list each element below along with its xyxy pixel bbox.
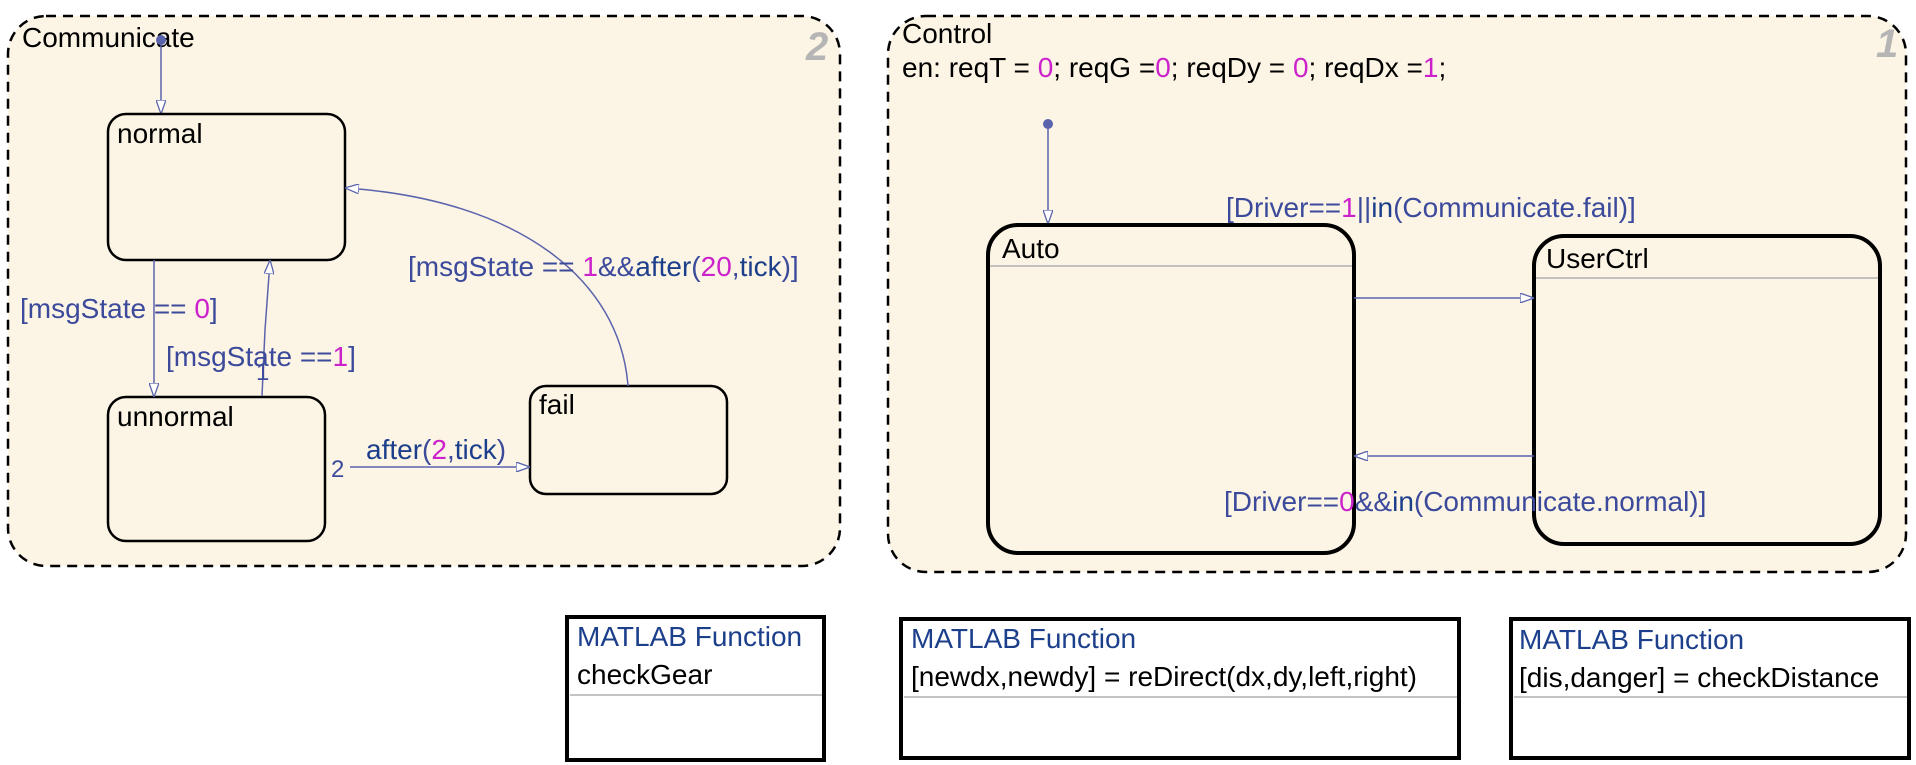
- state-userctrl[interactable]: UserCtrl: [1532, 234, 1882, 546]
- transition-unnormal-to-fail-label: after(2,tick): [366, 434, 506, 465]
- control-entry-action: en: reqT = 0; reqG =0; reqDy = 0; reqDx …: [902, 52, 1446, 83]
- transition-normal-to-unnormal[interactable]: [msgState == 0]: [20, 260, 218, 396]
- transition-auto-to-userctrl-label: [Driver==1||in(Communicate.fail)]: [1226, 192, 1636, 223]
- state-auto[interactable]: Auto: [986, 223, 1356, 555]
- matlab-function-checkdistance[interactable]: MATLAB Function [dis,danger] = checkDist…: [1509, 617, 1911, 760]
- transition-unnormal-to-normal[interactable]: [msgState ==1] 1: [166, 261, 356, 397]
- transition-userctrl-to-auto[interactable]: [Driver==0&&in(Communicate.normal)]: [1224, 456, 1706, 517]
- state-auto-label: Auto: [1002, 233, 1060, 264]
- function-signature: [newdx,newdy] = reDirect(dx,dy,left,righ…: [911, 661, 1417, 692]
- control-priority: 1: [1876, 22, 1898, 66]
- function-header: MATLAB Function: [1519, 624, 1744, 655]
- state-fail-label: fail: [539, 389, 575, 420]
- matlab-function-redirect[interactable]: MATLAB Function [newdx,newdy] = reDirect…: [899, 617, 1461, 760]
- state-userctrl-label: UserCtrl: [1546, 243, 1649, 274]
- transition-unnormal-to-normal-label: [msgState ==1]: [166, 341, 356, 372]
- state-normal-label: normal: [117, 118, 203, 149]
- communicate-title: Communicate: [22, 22, 195, 53]
- control-title: Control: [902, 18, 992, 49]
- transition-auto-to-userctrl[interactable]: [Driver==1||in(Communicate.fail)]: [1226, 192, 1636, 298]
- function-header: MATLAB Function: [577, 621, 802, 652]
- transition-userctrl-to-auto-label: [Driver==0&&in(Communicate.normal)]: [1224, 486, 1706, 517]
- transition-order-1: 1: [256, 359, 269, 386]
- communicate-priority: 2: [805, 25, 828, 69]
- default-transition-auto[interactable]: [1043, 119, 1053, 223]
- function-header: MATLAB Function: [911, 623, 1136, 654]
- matlab-function-checkgear[interactable]: MATLAB Function checkGear: [565, 615, 826, 762]
- transition-unnormal-to-fail[interactable]: 2 after(2,tick): [331, 434, 529, 483]
- function-signature: [dis,danger] = checkDistance: [1519, 662, 1879, 693]
- transition-fail-to-normal-label: [msgState == 1&&after(20,tick)]: [408, 251, 799, 282]
- transition-normal-to-unnormal-label: [msgState == 0]: [20, 293, 218, 324]
- function-signature: checkGear: [577, 659, 712, 690]
- state-unnormal[interactable]: unnormal: [106, 395, 327, 543]
- state-normal[interactable]: normal: [106, 112, 347, 262]
- transition-fail-to-normal[interactable]: [msgState == 1&&after(20,tick)]: [346, 188, 799, 387]
- transition-order-2: 2: [331, 456, 344, 483]
- state-unnormal-label: unnormal: [117, 401, 234, 432]
- state-fail[interactable]: fail: [528, 384, 729, 496]
- default-transition-normal[interactable]: [156, 35, 166, 113]
